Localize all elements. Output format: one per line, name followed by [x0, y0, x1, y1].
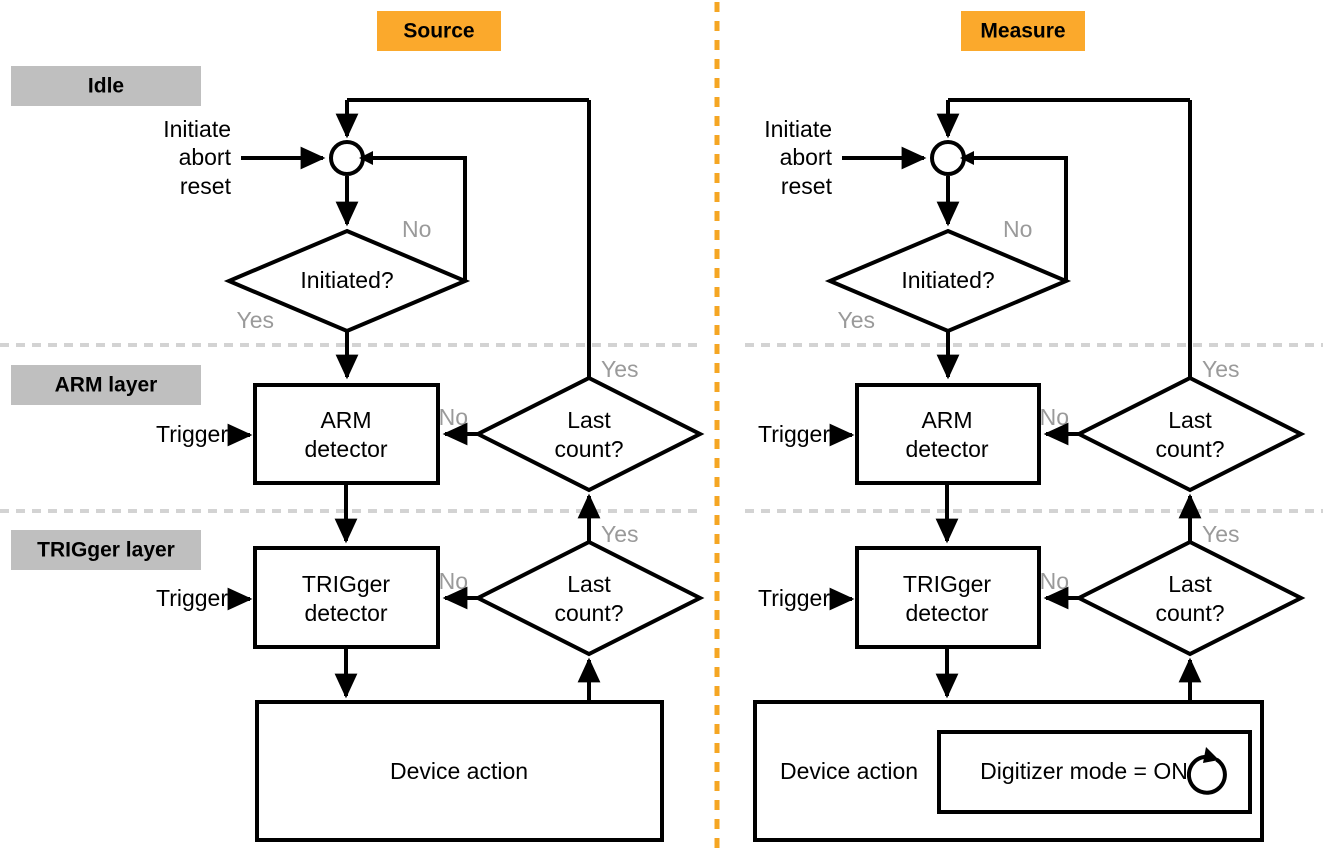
- measure-initiated-no-loop: [974, 156, 1068, 281]
- panel-source-banner: Source: [377, 11, 501, 51]
- measure-device-action-label: Device action: [780, 758, 918, 784]
- source-arm-lastcount-decision: [473, 375, 705, 493]
- measure-trig-detector-line-1: TRIGger: [903, 571, 992, 597]
- measure-trig-lastcount-line-1: Last: [1168, 571, 1212, 597]
- source-junction-node: [329, 140, 365, 176]
- source-trig-lastcount-line-2: count?: [554, 600, 623, 626]
- source-entry-line-1: Initiate: [163, 116, 231, 142]
- measure-trig-detector-line-2: detector: [905, 600, 988, 626]
- source-trig-lastcount-decision: [473, 539, 705, 657]
- source-entry-line-3: reset: [180, 173, 232, 199]
- measure-trig-lastcount-line-2: count?: [1155, 600, 1224, 626]
- source-trig-branch-yes: Yes: [601, 521, 639, 547]
- measure-trig-branch-yes: Yes: [1202, 521, 1240, 547]
- measure-initiated-branch-no: No: [1003, 216, 1032, 242]
- measure-junction-node: [930, 140, 966, 176]
- source-trig-lastcount-line-1: Last: [567, 571, 611, 597]
- source-entry-line-2: abort: [179, 144, 232, 170]
- source-initiated-no-arrowhead: [359, 151, 373, 165]
- panel-measure: Measure Initiate abort reset Initiated? …: [753, 11, 1306, 842]
- layer-label-arm-text: ARM layer: [55, 374, 158, 397]
- source-trig-trigger-label: Trigger: [156, 585, 228, 611]
- layer-label-trigger: TRIGger layer: [11, 530, 201, 570]
- source-entry-label: Initiate abort reset: [163, 116, 231, 199]
- measure-trig-lastcount-decision: [1074, 539, 1306, 657]
- measure-entry-line-1: Initiate: [764, 116, 832, 142]
- source-initiated-no-loop: [373, 156, 467, 281]
- source-arm-detector-line-1: ARM: [320, 407, 371, 433]
- source-arm-branch-yes: Yes: [601, 356, 639, 382]
- measure-arm-detector-box: [855, 383, 1041, 485]
- layer-label-arm: ARM layer: [11, 365, 201, 405]
- panel-measure-banner-text: Measure: [980, 20, 1065, 43]
- panel-source-banner-bg: [377, 11, 501, 51]
- source-trig-detector-box: [253, 546, 440, 649]
- layer-label-idle-bg: [11, 66, 201, 106]
- panel-source-banner-text: Source: [403, 20, 474, 43]
- source-device-action-label: Device action: [390, 758, 528, 784]
- measure-arm-branch-yes: Yes: [1202, 356, 1240, 382]
- source-initiated-branch-no: No: [402, 216, 431, 242]
- layer-label-arm-bg: [11, 365, 201, 405]
- measure-trig-branch-no: No: [1040, 568, 1069, 594]
- measure-initiated-branch-yes: Yes: [837, 307, 875, 333]
- layer-label-trigger-text: TRIGger layer: [37, 539, 175, 562]
- measure-arm-detector-line-2: detector: [905, 436, 988, 462]
- measure-arm-lastcount-decision: [1074, 375, 1306, 493]
- source-trig-detector-line-2: detector: [304, 600, 387, 626]
- measure-arm-detector-line-1: ARM: [921, 407, 972, 433]
- digitizer-mode-badge: Digitizer mode = ON: [937, 730, 1252, 814]
- measure-initiated-decision-label: Initiated?: [901, 267, 994, 293]
- measure-arm-branch-no: No: [1040, 404, 1069, 430]
- loop-repeat-icon-arrowhead: [1203, 747, 1219, 763]
- panel-measure-banner: Measure: [961, 11, 1085, 51]
- measure-trig-detector-box: [855, 546, 1041, 649]
- measure-entry-label: Initiate abort reset: [764, 116, 832, 199]
- measure-entry-line-2: abort: [780, 144, 833, 170]
- layer-label-idle: Idle: [11, 66, 201, 106]
- source-initiated-decision-label: Initiated?: [300, 267, 393, 293]
- loop-repeat-icon: [1186, 747, 1227, 795]
- source-arm-lastcount-line-1: Last: [567, 407, 611, 433]
- digitizer-mode-badge-label: Digitizer mode = ON: [980, 758, 1188, 784]
- measure-initiated-no-arrowhead: [960, 151, 974, 165]
- source-arm-detector-box: [253, 383, 440, 485]
- source-trig-detector-line-1: TRIGger: [302, 571, 391, 597]
- layer-label-trigger-bg: [11, 530, 201, 570]
- source-arm-branch-no: No: [439, 404, 468, 430]
- source-arm-trigger-label: Trigger: [156, 421, 228, 447]
- panel-source: Source Initiate abort reset Initiated? N…: [156, 11, 705, 842]
- measure-arm-lastcount-line-2: count?: [1155, 436, 1224, 462]
- measure-arm-trigger-label: Trigger: [758, 421, 830, 447]
- digitizer-mode-badge-box: [937, 730, 1252, 814]
- measure-entry-line-3: reset: [781, 173, 833, 199]
- source-initiated-branch-yes: Yes: [236, 307, 274, 333]
- panel-measure-banner-bg: [961, 11, 1085, 51]
- source-arm-detector-line-2: detector: [304, 436, 387, 462]
- measure-trig-trigger-label: Trigger: [758, 585, 830, 611]
- source-arm-lastcount-line-2: count?: [554, 436, 623, 462]
- measure-arm-lastcount-line-1: Last: [1168, 407, 1212, 433]
- layer-label-idle-text: Idle: [88, 75, 124, 98]
- source-device-action-box: [255, 700, 664, 842]
- source-trig-branch-no: No: [439, 568, 468, 594]
